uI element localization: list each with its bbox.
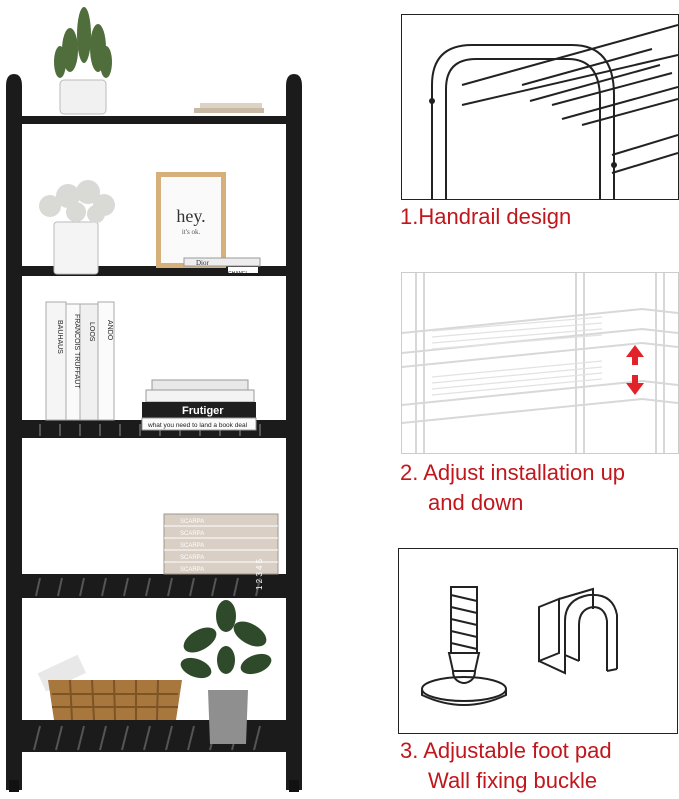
- book-scarpa-5: SCARPA: [180, 519, 204, 525]
- books-stacked-row3: Frutiger what you need to land a book de…: [141, 379, 257, 431]
- feature-caption-foot-pad-line2: Wall fixing buckle: [428, 768, 598, 793]
- wall-buckle-icon: [538, 587, 618, 675]
- books-scarpa-stack: SCARPA SCARPA SCARPA SCARPA SCARPA 1 2 3…: [163, 513, 279, 590]
- book-frutiger: Frutiger: [182, 405, 224, 417]
- wicker-basket: [37, 654, 182, 721]
- foot-pad-screw-icon: [421, 586, 507, 706]
- book-scarpa-2: SCARPA: [180, 543, 204, 549]
- flower-vase: [39, 180, 115, 275]
- potted-plant-bottom: [180, 600, 272, 744]
- book-scarpa-3: SCARPA: [180, 555, 204, 561]
- book-scarpa-1: SCARPA: [180, 531, 204, 537]
- feature-caption-handrail: 1.Handrail design: [400, 204, 572, 229]
- feature-caption-adjust-line2: and down: [428, 490, 524, 515]
- feature-panel-adjust: [401, 272, 679, 454]
- arrow-down-icon: [626, 375, 644, 395]
- book-land-deal: what you need to land a book deal: [147, 422, 248, 429]
- feature-caption-adjust-line1: 2. Adjust installation up: [400, 460, 626, 485]
- foot-pad-buckle-icon: [421, 586, 618, 706]
- shelf-frame: [6, 74, 302, 792]
- arrow-up-icon: [626, 345, 644, 365]
- plant-pot-top: [54, 7, 112, 115]
- handrail-detail-icon: [429, 24, 678, 199]
- adjust-shelf-icon: [402, 273, 678, 453]
- book-dior-label: Dior: [196, 259, 210, 267]
- books-upright-row3: BAUHAUS FRANCOIS TRUFFAUT LOOS ANDO: [45, 301, 115, 421]
- books-dior-chanel: Dior CHANEL: [183, 257, 261, 277]
- book-scarpa-4: SCARPA: [180, 567, 204, 573]
- book-loos: LOOS: [88, 322, 95, 342]
- book-chanel-label: CHANEL: [228, 271, 249, 277]
- shelf-product-image: hey. it's ok. Dior CHANEL BAUHAUS FRANCO…: [6, 7, 302, 792]
- feature-panel-foot-pad: [398, 548, 678, 734]
- books-top: [194, 103, 264, 113]
- feature-panel-handrail: [401, 14, 679, 200]
- frame-text-sub: it's ok.: [182, 228, 201, 236]
- book-scarpa-numbers: 1 2 3 4 5: [255, 558, 264, 590]
- book-bauhaus: BAUHAUS: [56, 320, 63, 354]
- feature-caption-foot-pad-line1: 3. Adjustable foot pad: [400, 738, 612, 763]
- picture-frame: hey. it's ok.: [156, 172, 226, 268]
- frame-text-main: hey.: [176, 206, 205, 226]
- book-ando: ANDO: [106, 320, 113, 341]
- book-truffaut: FRANCOIS TRUFFAUT: [73, 314, 80, 389]
